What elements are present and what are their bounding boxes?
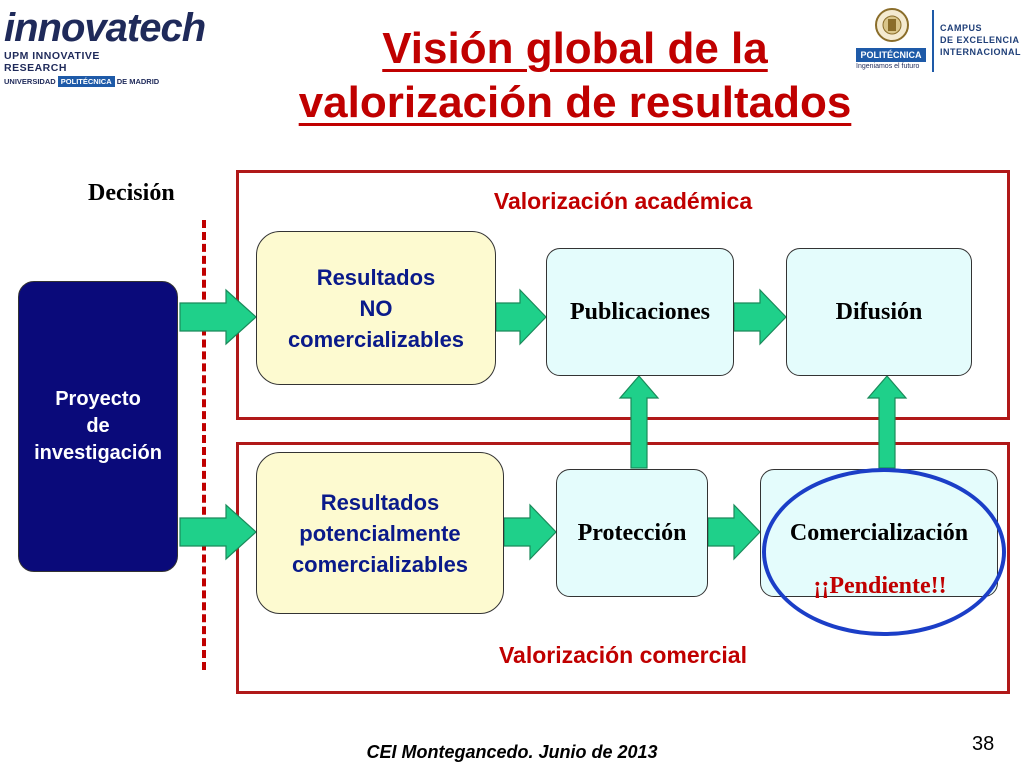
title-line-2: valorización de resultados: [298, 78, 852, 127]
page-title: Visión global de la valorización de resu…: [200, 22, 950, 130]
academic-label: Valorización académica: [493, 188, 753, 214]
highlight-ellipse: [762, 468, 1006, 636]
innovatech-logo-uni: UNIVERSIDAD POLITÉCNICA DE MADRID: [4, 76, 164, 87]
upm-crest-icon: [875, 8, 909, 42]
campus-line-1: CAMPUS: [940, 23, 983, 33]
campus-line-3: INTERNACIONAL: [940, 47, 1021, 57]
logo-uni-c: DE MADRID: [116, 77, 160, 86]
commercial-label: Valorización comercial: [498, 642, 747, 668]
campus-divider: [932, 10, 934, 72]
campus-line-2: DE EXCELENCIA: [940, 35, 1020, 45]
logo-uni-a: UNIVERSIDAD: [4, 77, 56, 86]
no-comm-line-1: Resultados: [316, 264, 436, 290]
title-line-1: Visión global de la: [382, 24, 768, 73]
campus-logo: CAMPUS DE EXCELENCIA INTERNACIONAL: [940, 22, 1021, 58]
arrow-no-comm-to-pub-icon: [495, 288, 547, 346]
academic-frame: [236, 170, 1010, 420]
difusion-label: Difusión: [835, 298, 923, 325]
pot-comm-line-3: comercializables: [291, 551, 469, 577]
arrow-pub-to-difusion-icon: [733, 288, 787, 346]
decision-label: Decisión: [88, 180, 175, 206]
no-comm-line-2: NO: [359, 295, 393, 321]
arrow-project-to-no-comm-icon: [179, 288, 257, 346]
publicaciones-box: Publicaciones: [546, 248, 734, 376]
proteccion-label: Protección: [577, 519, 687, 546]
no-comm-line-3: comercializables: [287, 326, 465, 352]
arrow-prot-to-comm-icon: [707, 503, 761, 561]
arrow-project-to-pot-comm-icon: [179, 503, 257, 561]
page-number: 38: [972, 733, 995, 755]
project-line-1: Proyecto: [55, 388, 141, 410]
difusion-box: Difusión: [786, 248, 972, 376]
pot-comm-line-2: potencialmente: [299, 520, 461, 546]
potential-commercial-results-box: Resultados potencialmente comercializabl…: [256, 452, 504, 614]
innovatech-logo-sub: UPM INNOVATIVE RESEARCH: [4, 50, 100, 74]
footer-text: CEI Montegancedo. Junio de 2013: [366, 742, 658, 762]
arrow-pot-comm-to-prot-icon: [503, 503, 557, 561]
project-line-3: investigación: [34, 442, 162, 464]
project-line-2: de: [86, 415, 110, 437]
proteccion-box: Protección: [556, 469, 708, 597]
logo-uni-b: POLITÉCNICA: [57, 76, 115, 87]
decision-line: [202, 220, 206, 670]
publicaciones-label: Publicaciones: [569, 298, 710, 325]
pot-comm-line-1: Resultados: [320, 489, 440, 515]
project-box: Proyecto de investigación: [18, 281, 178, 572]
upm-badge: POLITÉCNICA: [856, 48, 926, 62]
upm-tagline: Ingeniamos el futuro: [856, 63, 920, 70]
arrow-comm-to-difusion-icon: [866, 375, 908, 469]
no-commercial-results-box: Resultados NO comercializables: [256, 231, 496, 385]
commercial-frame: [236, 442, 1010, 694]
arrow-prot-to-pub-icon: [618, 375, 660, 469]
